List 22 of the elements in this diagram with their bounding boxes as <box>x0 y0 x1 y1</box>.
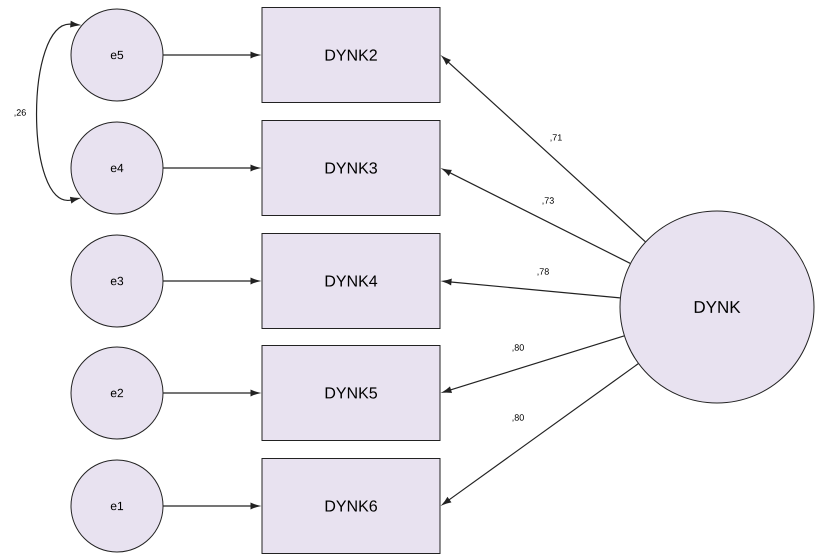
arrow <box>164 52 260 58</box>
arrow <box>164 164 260 172</box>
arrow <box>164 502 260 510</box>
edge-label: ,80 <box>510 343 526 353</box>
edge-label: ,80 <box>510 413 526 423</box>
edge-label: ,71 <box>548 133 564 143</box>
arrow <box>442 335 624 393</box>
variable-box: DYNK4 <box>262 233 440 329</box>
variable-box: DYNK5 <box>262 345 440 441</box>
arrow <box>442 278 620 298</box>
variable-box: DYNK3 <box>262 120 440 216</box>
arrow <box>164 390 260 396</box>
arrow <box>442 363 638 505</box>
variable-box: DYNK2 <box>262 7 440 103</box>
arrow <box>442 168 630 264</box>
edge-label: ,73 <box>540 196 556 206</box>
edge-label: ,78 <box>536 267 550 277</box>
arrow <box>36 21 80 204</box>
arrow <box>164 278 260 284</box>
variable-box: DYNK6 <box>262 458 440 554</box>
edge-label: ,26 <box>12 108 28 118</box>
arrow <box>442 56 646 242</box>
